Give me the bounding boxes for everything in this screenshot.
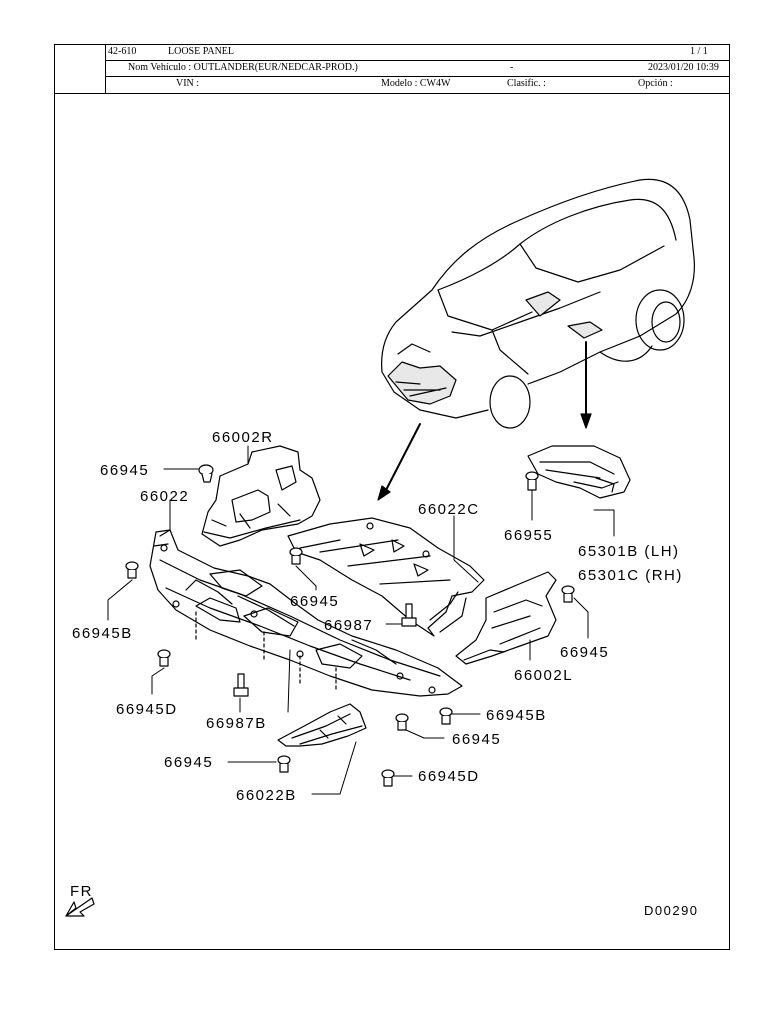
page-count: 1 / 1 <box>690 46 708 57</box>
leader-lines <box>107 445 615 795</box>
label-66945B-left: 66945B <box>72 625 133 642</box>
label-66002L: 66002L <box>514 667 573 684</box>
model-label: Modelo : CW4W <box>381 78 451 89</box>
label-66002R: 66002R <box>212 429 274 446</box>
label-66022C: 66022C <box>418 501 480 518</box>
option-label: Opción : <box>638 78 673 89</box>
label-66945D-left: 66945D <box>116 701 178 718</box>
label-66945D-lower: 66945D <box>418 768 480 785</box>
label-65301C: 65301C (RH) <box>578 567 683 584</box>
vin-label: VIN : <box>176 78 200 89</box>
header-divider-1 <box>106 60 730 61</box>
label-66022: 66022 <box>140 488 189 505</box>
label-66945-lower-left: 66945 <box>164 754 213 771</box>
front-direction-arrow-icon <box>65 897 95 917</box>
arrow-rear-panel <box>580 341 592 429</box>
label-66022B: 66022B <box>236 787 297 804</box>
label-66945-top: 66945 <box>100 462 149 479</box>
header-divider-3 <box>54 93 730 94</box>
part-66002R-shape <box>201 445 321 547</box>
label-66945B-lower: 66945B <box>486 707 547 724</box>
label-66987: 66987 <box>324 617 373 634</box>
drawing-code: D00290 <box>644 903 699 918</box>
part-66022B-shape <box>277 703 367 747</box>
page-title: LOOSE PANEL <box>168 46 235 57</box>
header-divider-2 <box>106 76 730 77</box>
label-66955: 66955 <box>504 527 553 544</box>
label-66987B: 66987B <box>206 715 267 732</box>
label-66945-center: 66945 <box>290 593 339 610</box>
drawing-frame <box>54 44 730 950</box>
front-direction-label: FR <box>70 883 93 900</box>
label-66945-right: 66945 <box>560 644 609 661</box>
vehicle-name: Nom Vehículo : OUTLANDER(EUR/NEDCAR-PROD… <box>128 62 358 73</box>
part-66022-main-panel-shape <box>149 529 463 697</box>
part-66022C-shape <box>287 517 485 637</box>
date-time: 2023/01/20 10:39 <box>648 62 719 73</box>
group-number: 42-610 <box>108 46 137 57</box>
label-66945-lower-center: 66945 <box>452 731 501 748</box>
fastener-clips <box>125 464 575 787</box>
car-outline-illustration <box>381 178 695 429</box>
classification-label: Clasific. : <box>507 78 546 89</box>
header-dash: - <box>510 62 514 73</box>
arrow-front-panel <box>377 423 421 501</box>
header-logo-cell <box>54 44 106 93</box>
part-66002L-shape <box>455 571 557 665</box>
part-65301-shape <box>527 445 631 499</box>
label-65301B: 65301B (LH) <box>578 543 680 560</box>
